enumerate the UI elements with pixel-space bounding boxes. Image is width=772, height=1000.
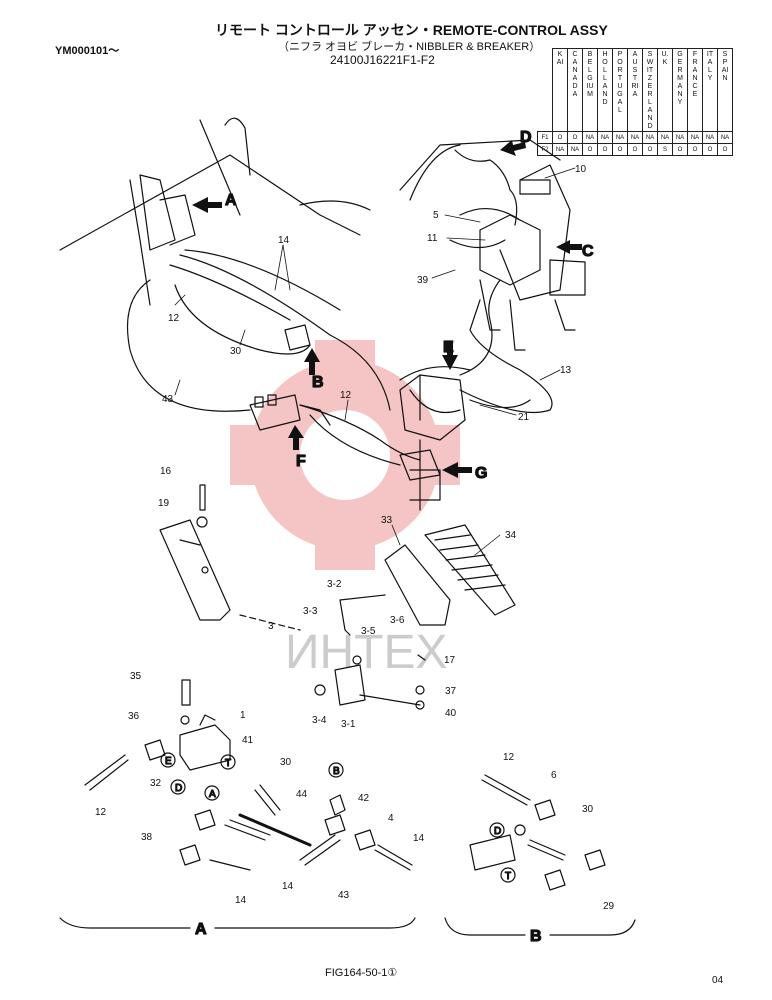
callout-12: 12 xyxy=(168,313,180,324)
country-austria: AUSTRIA xyxy=(627,48,643,132)
page-title: リモート コントロール アッセン・REMOTE-CONTROL ASSY xyxy=(215,22,608,38)
callout-17: 17 xyxy=(444,655,456,666)
arrow-e-icon xyxy=(442,343,458,370)
arrow-f-icon xyxy=(288,425,304,450)
view-label-d: D xyxy=(520,129,532,146)
figure-number: FIG164-50-1① xyxy=(325,967,398,979)
bolts-and-washers xyxy=(180,484,426,725)
svg-text:B: B xyxy=(333,766,340,777)
callout-19: 19 xyxy=(158,498,170,509)
leader-lines xyxy=(174,167,576,556)
view-brackets xyxy=(59,917,636,936)
callout-11: 11 xyxy=(427,233,438,244)
hose-routing xyxy=(126,249,553,511)
callout-5: 5 xyxy=(433,210,439,221)
view-label-f: F xyxy=(296,453,306,470)
svg-text:T: T xyxy=(505,871,511,882)
callout-44: 44 xyxy=(296,789,308,800)
country-row-f2: F2 NA NA O O O O O S O O O O xyxy=(537,143,733,156)
callout-30b: 30 xyxy=(280,757,292,768)
callout-30: 30 xyxy=(230,346,242,357)
callout-21: 21 xyxy=(518,412,530,423)
callout-32: 32 xyxy=(150,778,162,789)
callout-33: 33 xyxy=(381,515,393,526)
page-number: 04 xyxy=(712,975,724,986)
callout-35: 35 xyxy=(130,671,142,682)
callout-16: 16 xyxy=(160,466,172,477)
callout-3-4: 3-4 xyxy=(312,715,327,726)
callout-12c: 12 xyxy=(95,807,107,818)
control-valve-assembly xyxy=(399,139,586,351)
callout-6: 6 xyxy=(551,770,557,781)
part-callouts: 14 12 30 43 12 21 13 10 5 11 39 16 19 33… xyxy=(95,164,615,912)
callout-14c: 14 xyxy=(282,881,294,892)
callout-3: 3 xyxy=(268,621,274,632)
view-label-b: B xyxy=(312,374,324,391)
svg-text:D: D xyxy=(175,783,182,794)
callout-29: 29 xyxy=(603,901,615,912)
pedal-linkage xyxy=(239,594,421,706)
callout-38: 38 xyxy=(141,832,153,843)
arrow-d-icon xyxy=(500,140,526,156)
callout-12d: 12 xyxy=(503,752,515,763)
page-subtitle: （ニフラ オヨビ ブレーカ・NIBBLER & BREAKER） xyxy=(278,41,541,53)
callout-30c: 30 xyxy=(582,804,594,815)
valve-block-b xyxy=(284,324,311,351)
callout-41: 41 xyxy=(242,735,254,746)
callout-3-3: 3-3 xyxy=(303,606,318,617)
callout-14d: 14 xyxy=(235,895,247,906)
view-label-a: A xyxy=(225,192,237,209)
cab-floor-outline xyxy=(59,117,371,306)
detail-label-b: B xyxy=(530,928,542,945)
callout-40: 40 xyxy=(445,708,457,719)
callout-39: 39 xyxy=(417,275,429,286)
valve-block-e xyxy=(399,374,466,441)
country-table: KAI CANADA BELGIUM HOLLAND PORTUGAL AUST… xyxy=(537,48,733,156)
svg-text:T: T xyxy=(225,758,231,769)
detail-label-a: A xyxy=(195,921,207,938)
callout-14: 14 xyxy=(278,235,290,246)
callout-3-2: 3-2 xyxy=(327,579,342,590)
watermark-text: ИНТЕХ xyxy=(285,626,448,679)
callout-36: 36 xyxy=(128,711,140,722)
foot-pedal-left xyxy=(159,519,231,621)
callout-10: 10 xyxy=(575,164,587,175)
callout-4: 4 xyxy=(388,813,394,824)
detail-view-b xyxy=(469,774,606,891)
callout-42: 42 xyxy=(358,793,370,804)
foot-pedal-right xyxy=(384,524,516,626)
view-label-c: C xyxy=(582,243,594,260)
part-number: 24100J16221F1-F2 xyxy=(330,53,435,67)
country-row-f1: F1 O O NA NA NA NA NA NA NA NA NA NA xyxy=(537,131,733,144)
detail-view-a xyxy=(84,714,413,871)
callout-43: 43 xyxy=(162,394,174,405)
view-label-g: G xyxy=(475,465,487,482)
callout-34: 34 xyxy=(505,530,517,541)
callout-43b: 43 xyxy=(338,890,350,901)
callout-3-1: 3-1 xyxy=(341,719,356,730)
svg-text:D: D xyxy=(494,826,501,837)
callout-13: 13 xyxy=(560,365,572,376)
callout-12b: 12 xyxy=(340,390,352,401)
view-label-e: E xyxy=(443,339,454,356)
arrow-a-icon xyxy=(192,197,222,213)
port-markers: E D T A B D T xyxy=(160,752,516,883)
arrow-g-icon xyxy=(442,462,472,478)
valve-block-f xyxy=(249,394,331,431)
callout-3-6: 3-6 xyxy=(390,615,405,626)
country-header-row: KAI CANADA BELGIUM HOLLAND PORTUGAL AUST… xyxy=(537,48,733,132)
callout-14b: 14 xyxy=(413,833,425,844)
callout-1: 1 xyxy=(240,710,246,721)
valve-block-g xyxy=(399,449,441,481)
callout-3-5: 3-5 xyxy=(361,626,376,637)
serial-range: YM000101～ xyxy=(55,45,120,57)
arrow-c-icon xyxy=(556,240,582,254)
callout-37: 37 xyxy=(445,686,457,697)
svg-text:A: A xyxy=(209,789,216,800)
arrow-b-icon xyxy=(304,348,320,375)
view-arrows xyxy=(192,140,582,478)
svg-text:E: E xyxy=(165,756,172,767)
